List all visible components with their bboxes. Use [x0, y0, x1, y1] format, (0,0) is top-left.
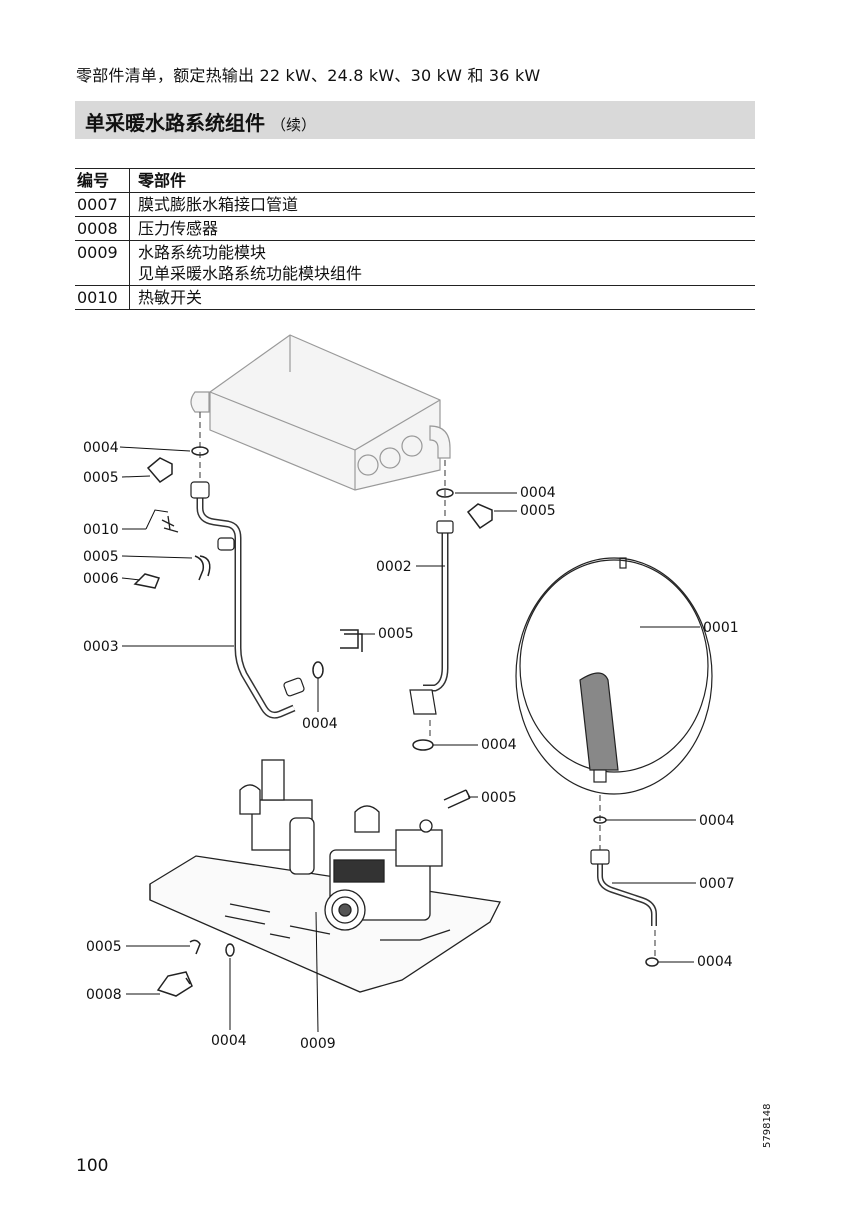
hydraulic-module [149, 759, 501, 993]
part-number: 0007 [75, 192, 130, 217]
callout-0005: 0005 [83, 470, 119, 486]
callout-0004: 0004 [302, 716, 338, 732]
pipe-0002 [423, 528, 449, 692]
part-number: 0009 [75, 240, 130, 286]
callout-0006: 0006 [83, 571, 119, 587]
callout-0004: 0004 [83, 440, 119, 456]
document-header: 零部件清单，额定热输出 22 kW、24.8 kW、30 kW 和 36 kW [76, 66, 541, 85]
part-name-reference: 见单采暖水路系统功能模块组件 [138, 264, 363, 283]
table-row: 0009 水路系统功能模块见单采暖水路系统功能模块组件 [75, 240, 755, 286]
section-title: 单采暖水路系统组件 （续） [85, 107, 316, 136]
callout-0004: 0004 [697, 954, 733, 970]
part-number: 0010 [75, 285, 130, 310]
part-name: 膜式膨胀水箱接口管道 [129, 192, 755, 217]
exploded-parts-diagram: 0004 0005 0010 0005 0006 0003 0004 0004 … [83, 334, 739, 1052]
part-name: 热敏开关 [129, 285, 755, 310]
clip-0005-set [146, 457, 493, 955]
section-continued: （续） [271, 116, 317, 134]
callout-0004: 0004 [520, 485, 556, 501]
callout-0004: 0004 [211, 1033, 247, 1049]
table-row: 0007 膜式膨胀水箱接口管道 [75, 192, 755, 217]
section-title-text: 单采暖水路系统组件 [85, 111, 265, 135]
part-number: 0008 [75, 216, 130, 241]
part-name: 压力传感器 [129, 216, 755, 241]
page-number: 100 [76, 1156, 109, 1176]
section-heading-bar: 单采暖水路系统组件 （续） [75, 101, 755, 139]
part-name: 水路系统功能模块见单采暖水路系统功能模块组件 [129, 240, 755, 286]
pressure-sensor-0008 [156, 971, 193, 997]
callout-0005: 0005 [83, 549, 119, 565]
pipe-0007 [597, 860, 657, 926]
callout-0010: 0010 [83, 522, 119, 538]
thermal-switch-0010 [161, 515, 179, 533]
callout-0005: 0005 [520, 503, 556, 519]
callout-0001: 0001 [703, 620, 739, 636]
column-header-part: 零部件 [129, 168, 755, 193]
table-row: 0008 压力传感器 [75, 216, 755, 241]
parts-table: 编号 零部件 0007 膜式膨胀水箱接口管道 0008 压力传感器 0009 水… [75, 168, 755, 310]
table-row: 0010 热敏开关 [75, 285, 755, 310]
callout-0008: 0008 [86, 987, 122, 1003]
callout-0002: 0002 [376, 559, 412, 575]
callout-0007: 0007 [699, 876, 735, 892]
temperature-sensor-0006 [133, 573, 161, 589]
callout-0005: 0005 [481, 790, 517, 806]
table-header-row: 编号 零部件 [75, 168, 755, 193]
document-code: 5798148 [762, 1103, 773, 1148]
callout-0004: 0004 [481, 737, 517, 753]
column-header-number: 编号 [75, 168, 130, 193]
callout-0004: 0004 [699, 813, 735, 829]
callout-0009: 0009 [300, 1036, 336, 1052]
heat-exchanger-block [190, 334, 451, 491]
part-name-line: 水路系统功能模块 [138, 243, 267, 262]
callout-labels: 0004 0005 0010 0005 0006 0003 0004 0004 … [83, 440, 739, 1052]
callout-0005: 0005 [378, 626, 414, 642]
callout-0003: 0003 [83, 639, 119, 655]
callout-0005: 0005 [86, 939, 122, 955]
expansion-vessel [515, 557, 713, 795]
